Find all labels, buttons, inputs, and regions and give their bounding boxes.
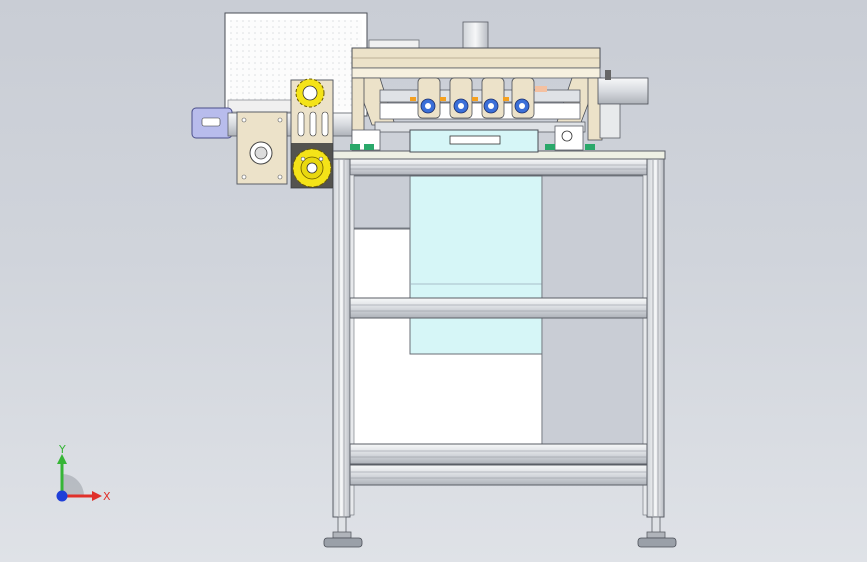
lower-gear-icon: [292, 148, 332, 188]
cross-rails: [349, 297, 648, 486]
leveling-feet: [323, 516, 677, 548]
coordinate-triad: Y X: [40, 436, 120, 516]
z-axis-dot-icon: [56, 490, 68, 502]
x-axis-label: X: [103, 490, 111, 503]
glass-window: [409, 175, 543, 355]
back-panels: [351, 175, 648, 445]
frame-legs: [332, 158, 665, 518]
left-assembly: [191, 12, 368, 189]
x-axis-arrow-icon: [64, 491, 102, 501]
top-mechanism: [350, 21, 649, 153]
bearing-icon: [420, 98, 530, 114]
triad-arc: [62, 474, 84, 497]
y-axis-arrow-icon: [57, 454, 67, 494]
upper-gear-icon: [295, 78, 325, 108]
triad-graphic: Y X: [56, 443, 111, 503]
y-axis-label: Y: [58, 443, 66, 456]
table-top: [329, 150, 666, 176]
